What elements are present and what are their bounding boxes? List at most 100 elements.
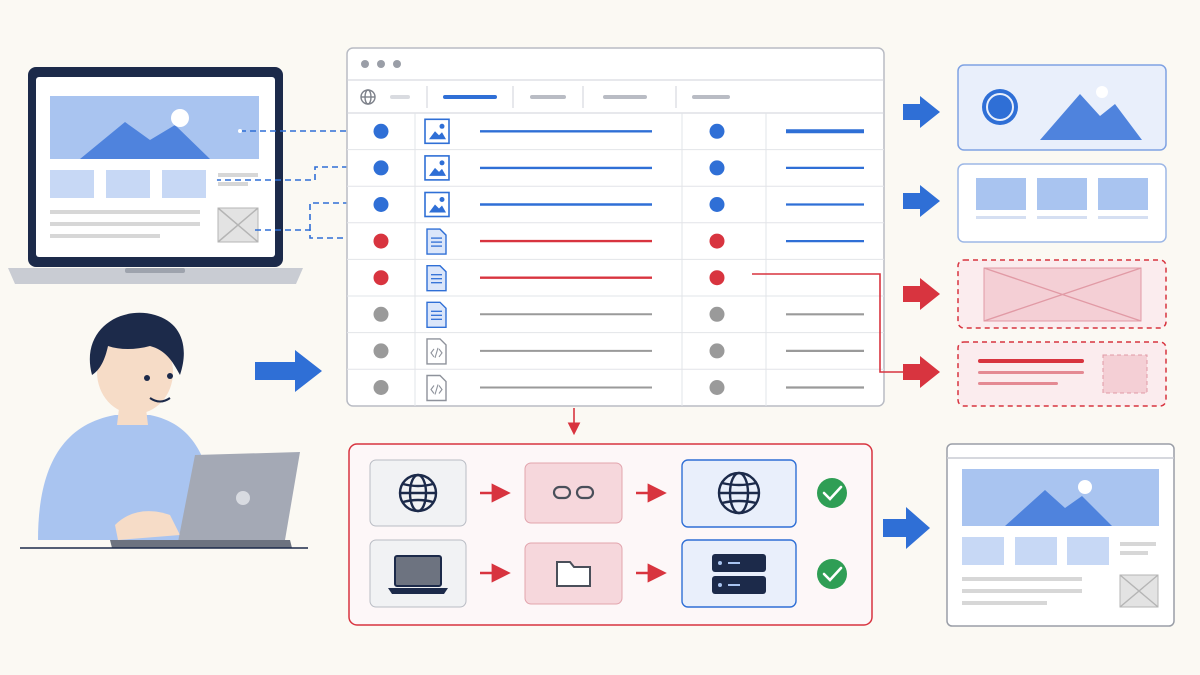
globe-icon (398, 473, 438, 513)
window-dot (361, 60, 369, 68)
arrow-right-icon (883, 507, 930, 549)
text-line (218, 182, 248, 186)
status-dot (373, 306, 389, 322)
status-dot (373, 123, 389, 139)
browser-frame (346, 47, 885, 407)
check-mark (822, 485, 843, 501)
text-line (962, 601, 1047, 605)
folder-icon (556, 561, 591, 587)
text-line (50, 222, 200, 226)
table-row[interactable] (347, 149, 884, 181)
image-icon (424, 191, 450, 218)
caption-line (1037, 216, 1087, 219)
middle-box (524, 462, 623, 524)
arrow-right-icon (903, 356, 940, 388)
error-text-line (978, 359, 1084, 363)
arrow-right-icon (903, 278, 940, 310)
status-dot (709, 160, 725, 176)
sun-icon (1096, 86, 1108, 98)
window-dot (377, 60, 385, 68)
thumb-3 (1098, 178, 1148, 210)
broken-link-icon (552, 485, 595, 500)
person-face (97, 330, 173, 414)
tab-bar (390, 95, 410, 99)
table-row[interactable] (347, 258, 884, 292)
status-dot (373, 270, 389, 286)
thumb-2 (1037, 178, 1087, 210)
tab[interactable] (603, 95, 647, 99)
globe-icon (717, 471, 761, 515)
code-file-icon (426, 374, 447, 402)
error-text-line (978, 382, 1058, 385)
globe-icon (360, 89, 376, 105)
status-dot (373, 197, 389, 212)
status-dot (373, 343, 389, 359)
server-icon (712, 554, 766, 594)
check-mark (822, 566, 843, 582)
tab[interactable] (692, 95, 730, 99)
status-dot (709, 306, 725, 322)
status-dot (709, 270, 725, 286)
laptop-webpage (8, 67, 303, 284)
broken-image-cross (983, 267, 1142, 322)
laptop-logo (236, 491, 250, 505)
thumb-1 (962, 537, 1004, 565)
table-row[interactable] (347, 185, 884, 218)
person-hand (115, 511, 180, 540)
broken-image-cross (217, 207, 259, 243)
window-dot (393, 60, 401, 68)
sun-icon (1078, 480, 1092, 494)
document-icon (426, 228, 447, 255)
thumb-1 (50, 170, 94, 198)
status-dot (709, 123, 725, 139)
text-line (962, 577, 1082, 581)
tab[interactable] (530, 95, 566, 99)
person-eye (144, 375, 150, 381)
image-icon (424, 155, 450, 181)
arrow-right-icon (903, 96, 940, 128)
circle-icon-ring (986, 93, 1014, 121)
status-dot (709, 233, 725, 249)
tab-active[interactable] (443, 95, 497, 99)
mountain-icon (1040, 94, 1142, 140)
text-line (1120, 542, 1156, 546)
status-dot (709, 197, 725, 212)
table-rows (347, 118, 884, 402)
thumb-3 (162, 170, 206, 198)
text-line (1120, 551, 1148, 555)
person-eye (167, 373, 173, 379)
table-row[interactable] (347, 295, 884, 328)
check-icon (817, 478, 847, 508)
thumb-1 (976, 178, 1026, 210)
text-line (218, 173, 258, 177)
laptop-base (8, 268, 303, 284)
check-icon (817, 559, 847, 589)
broken-image-cross (1119, 574, 1159, 608)
thumb-2 (1015, 537, 1057, 565)
status-dot (709, 343, 725, 359)
error-text-line (978, 371, 1084, 374)
thumb-2 (106, 170, 150, 198)
image-icon (424, 118, 450, 145)
table-row[interactable] (347, 222, 884, 255)
text-line (50, 210, 200, 214)
arrow-right-icon (903, 185, 940, 217)
status-dot (373, 233, 389, 249)
connector-dot (213, 178, 217, 182)
document-icon (426, 301, 447, 328)
thumb-3 (1067, 537, 1109, 565)
status-dot (709, 380, 725, 395)
target-box (681, 539, 797, 608)
result-webpage (946, 443, 1175, 627)
table-row[interactable] (373, 118, 865, 145)
process-panel (348, 443, 873, 626)
table-row[interactable] (347, 332, 884, 365)
person-smile (149, 397, 171, 403)
text-line (50, 234, 160, 238)
connector-dot (238, 129, 242, 133)
laptop-notch (125, 268, 185, 273)
laptop-icon (388, 555, 448, 594)
caption-line (1098, 216, 1148, 219)
table-row[interactable] (347, 368, 884, 402)
